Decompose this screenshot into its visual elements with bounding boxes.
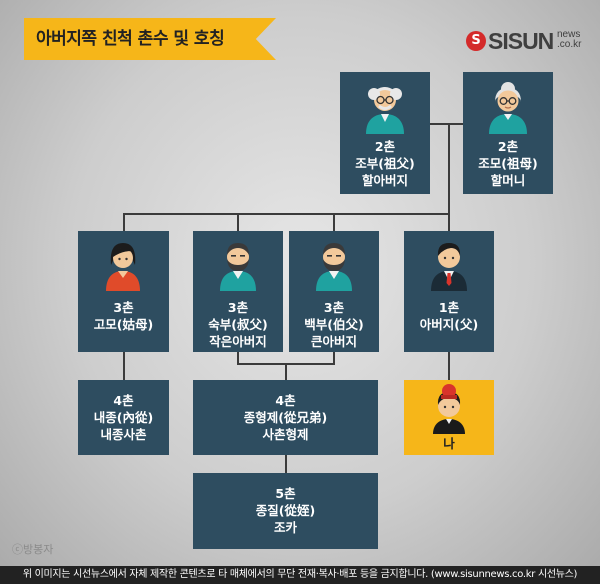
relation-label: 종질(從姪)	[255, 503, 316, 518]
relation-label: 백부(伯父)	[304, 317, 364, 332]
logo-sub: news .co.kr	[557, 30, 597, 50]
aunt-icon	[106, 243, 140, 291]
node-elder-uncle: 3촌 백부(伯父) 큰아버지	[289, 231, 379, 352]
name-label: 할머니	[490, 173, 526, 188]
grandmother-icon	[489, 82, 527, 134]
me-label: 나	[443, 436, 455, 451]
node-aunt-child: 4촌 내종(內從) 내종사촌	[78, 380, 169, 455]
name-label: 내종사촌	[100, 427, 147, 442]
node-cousin: 4촌 종형제(從兄弟) 사촌형제	[193, 380, 378, 455]
father-icon	[431, 243, 467, 291]
degree-label: 5촌	[275, 486, 296, 501]
relation-label: 아버지(父)	[419, 317, 479, 332]
degree-label: 3촌	[227, 300, 249, 315]
degree-label: 2촌	[374, 139, 396, 154]
connector-line	[333, 213, 335, 231]
degree-label: 4촌	[113, 393, 134, 408]
connector-line	[285, 455, 287, 473]
connector-line	[237, 352, 239, 364]
connector-line	[123, 352, 125, 380]
title-banner: 아버지쪽 친척 촌수 및 호칭	[24, 18, 276, 60]
name-label: 조카	[273, 520, 297, 535]
connector-line	[285, 363, 287, 380]
node-me: 나	[404, 380, 494, 455]
connector-line	[448, 352, 450, 380]
relation-label: 숙부(叔父)	[208, 317, 268, 332]
relation-label: 조모(祖母)	[478, 156, 538, 171]
page-title: 아버지쪽 친척 촌수 및 호칭	[36, 29, 225, 49]
relation-label: 조부(祖父)	[355, 156, 415, 171]
node-younger-uncle: 3촌 숙부(叔父) 작은아버지	[193, 231, 283, 352]
connector-line	[237, 213, 239, 231]
connector-line	[333, 352, 335, 364]
grandfather-icon	[366, 87, 404, 134]
node-father: 1촌 아버지(父)	[404, 231, 494, 352]
connector-line	[123, 213, 125, 231]
name-label: 할아버지	[361, 173, 408, 188]
connector-line	[416, 123, 463, 125]
logo-text: SISUN	[488, 28, 554, 54]
degree-label: 3촌	[323, 300, 345, 315]
relation-label: 내종(內從)	[93, 410, 154, 425]
degree-label: 2촌	[497, 139, 519, 154]
node-grandmother: 2촌 조모(祖母) 할머니	[463, 72, 553, 194]
name-label: 큰아버지	[310, 334, 357, 349]
logo-sub-top: news	[557, 29, 581, 40]
uncle-icon	[220, 243, 256, 291]
connector-line	[123, 213, 450, 215]
relation-label: 고모(姑母)	[93, 317, 154, 332]
degree-label: 4촌	[275, 393, 296, 408]
node-nephew: 5촌 종질(從姪) 조카	[193, 473, 378, 549]
uncle-icon	[316, 243, 352, 291]
footer-notice: 위 이미지는 시선뉴스에서 자체 제작한 콘텐츠로 타 매체에서의 무단 전재·…	[0, 566, 600, 584]
logo-mark-icon: S	[466, 31, 486, 51]
degree-label: 3촌	[113, 300, 134, 315]
degree-label: 1촌	[438, 300, 460, 315]
relation-label: 종형제(從兄弟)	[243, 410, 328, 425]
name-label: 사촌형제	[262, 427, 309, 442]
me-icon	[433, 384, 465, 434]
node-grandfather: 2촌 조부(祖父) 할아버지	[340, 72, 430, 194]
logo-sub-bottom: .co.kr	[557, 39, 582, 50]
name-label: 작은아버지	[209, 334, 267, 349]
node-aunt: 3촌 고모(姑母)	[78, 231, 169, 352]
credit-text: ⓒ방봉자	[12, 543, 54, 556]
connector-line	[448, 124, 450, 231]
